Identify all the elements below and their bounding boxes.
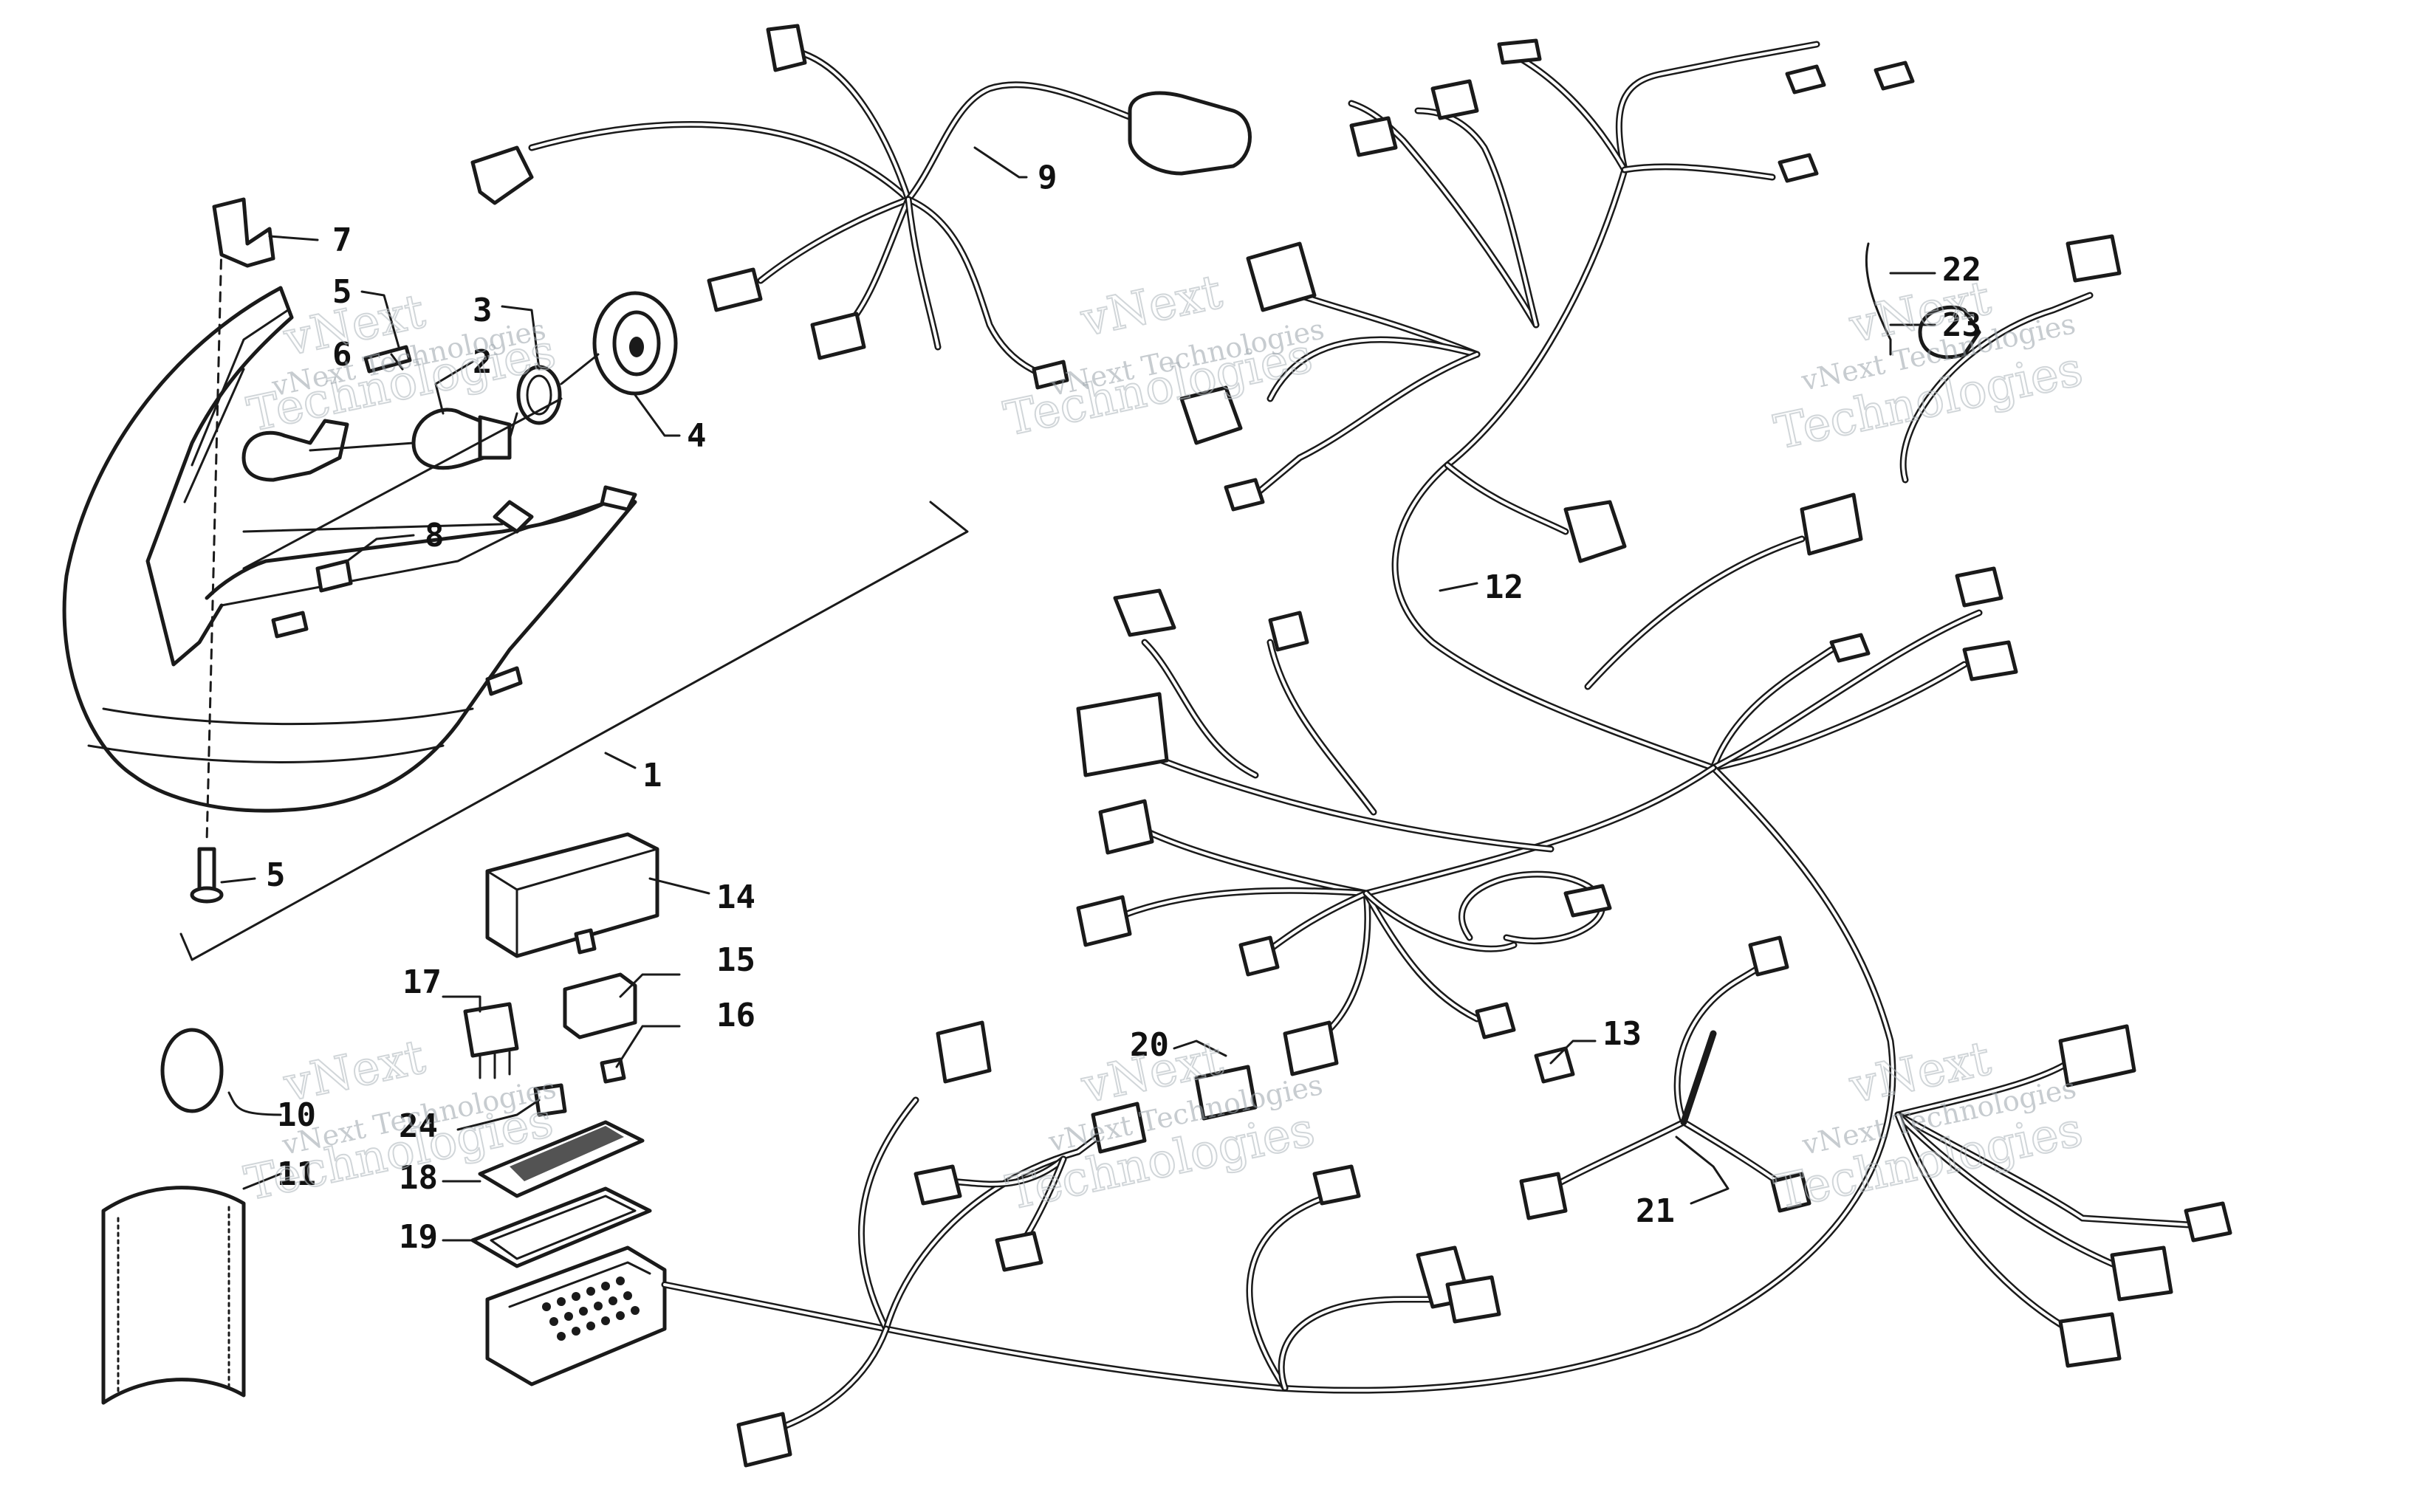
connector-13 <box>1534 1046 1575 1084</box>
callout-14: 14 <box>716 879 755 916</box>
sleeve-11 <box>101 1186 246 1405</box>
connector-s <box>1098 799 1154 855</box>
connector-hh <box>1519 1172 1568 1220</box>
callout-23: 23 <box>1942 306 1981 344</box>
callout-2: 2 <box>473 343 493 381</box>
callout-6: 6 <box>332 336 352 374</box>
callout-4: 4 <box>687 417 707 455</box>
connector-u <box>1238 935 1280 977</box>
terminal-d <box>1778 153 1819 183</box>
connector-bb <box>1091 1102 1147 1154</box>
callout-17: 17 <box>402 963 442 1001</box>
callout-leaders <box>220 146 1936 1242</box>
connector-i <box>1179 385 1243 445</box>
callout-16: 16 <box>716 997 755 1034</box>
fuse-16 <box>600 1057 626 1084</box>
connector-aa <box>995 1231 1043 1272</box>
connector-l <box>2066 234 2122 283</box>
svg-text:vNext: vNext <box>279 1030 430 1113</box>
bulb-holder <box>241 419 349 482</box>
connector-c <box>707 267 763 312</box>
fuse-24 <box>533 1083 567 1117</box>
connector-t <box>1076 895 1132 947</box>
connector-mm <box>2058 1312 2122 1368</box>
gasket-19 <box>470 1186 652 1268</box>
clip-8 <box>315 559 353 593</box>
callout-21: 21 <box>1636 1192 1675 1230</box>
connector-large-9 <box>1128 91 1252 176</box>
connector-y <box>936 1020 992 1084</box>
watermark-1: vNext Technologies vNext Technologies <box>242 284 561 444</box>
connector-g <box>1430 79 1479 120</box>
watermark-3: vNext Technologies vNext Technologies <box>1769 270 2088 461</box>
connector-p <box>1113 588 1176 637</box>
connector-ff <box>1445 1275 1501 1324</box>
connector-n <box>1955 566 2003 608</box>
connector-b <box>766 24 807 72</box>
callout-22: 22 <box>1942 251 1981 289</box>
callout-11: 11 <box>277 1155 316 1193</box>
callout-7: 7 <box>332 221 352 259</box>
connector-ll <box>2110 1245 2173 1302</box>
terminal-a <box>1497 38 1542 65</box>
connector-j <box>1224 478 1265 512</box>
watermark-5: vNext Technologies vNext Technologies <box>1001 1031 1326 1222</box>
connector-h <box>1246 241 1317 312</box>
connector-kk <box>2184 1201 2232 1243</box>
connector-a <box>470 145 534 205</box>
connector-large-r <box>1076 692 1169 777</box>
connector-v <box>1283 1020 1339 1076</box>
callout-13: 13 <box>1603 1015 1642 1053</box>
bracket-7 <box>212 197 275 268</box>
callout-8: 8 <box>425 517 445 554</box>
tie-22 <box>1865 242 1892 356</box>
callout-10: 10 <box>277 1096 316 1134</box>
callout-3: 3 <box>473 292 493 329</box>
connector-f <box>1349 116 1398 157</box>
relay-17 <box>463 1002 519 1058</box>
callout-1: 1 <box>642 757 662 794</box>
harness-9 <box>528 48 1156 380</box>
connector-jj <box>2058 1024 2136 1087</box>
connector-e <box>1032 360 1069 390</box>
headlight-assembly <box>62 197 969 961</box>
callout-5-top: 5 <box>332 273 352 311</box>
svg-text:vNext: vNext <box>1076 265 1227 348</box>
callout-24: 24 <box>399 1107 438 1145</box>
cable-tie-10 <box>160 1028 224 1113</box>
harness-12 <box>1252 41 2094 772</box>
callout-numbers: 7 5 6 3 2 4 8 9 1 5 14 15 16 17 24 10 11… <box>266 159 1981 1256</box>
connector-z <box>914 1164 962 1206</box>
callout-19: 19 <box>399 1218 438 1256</box>
callout-15: 15 <box>716 941 755 979</box>
terminal-c <box>1874 61 1915 91</box>
connector-23 <box>1918 305 1981 360</box>
relay-box-14 <box>485 832 659 958</box>
callout-20: 20 <box>1130 1026 1169 1064</box>
connector-20 <box>1194 1065 1258 1121</box>
connector-x <box>1563 884 1612 918</box>
callout-5-bottom: 5 <box>266 856 286 894</box>
connector-o <box>1962 640 2018 681</box>
connector-m <box>1800 492 1863 556</box>
callout-12: 12 <box>1484 568 1523 606</box>
terminal-e <box>1829 633 1871 663</box>
connector-w <box>1475 1002 1516 1040</box>
connector-k <box>1563 500 1627 563</box>
connector-q <box>1268 611 1309 652</box>
connectors <box>470 24 2232 1468</box>
fuse-relay-group <box>101 832 667 1405</box>
callout-18: 18 <box>399 1159 438 1197</box>
relay-15 <box>563 972 637 1040</box>
connector-d <box>810 312 866 360</box>
callout-9: 9 <box>1038 159 1058 196</box>
connector-cc <box>736 1412 792 1468</box>
terminal-b <box>1785 64 1826 94</box>
connector-ii <box>1770 1172 1811 1213</box>
screw-6 <box>363 345 412 374</box>
connector-gg <box>1748 935 1789 977</box>
connector-dd <box>1312 1164 1361 1206</box>
